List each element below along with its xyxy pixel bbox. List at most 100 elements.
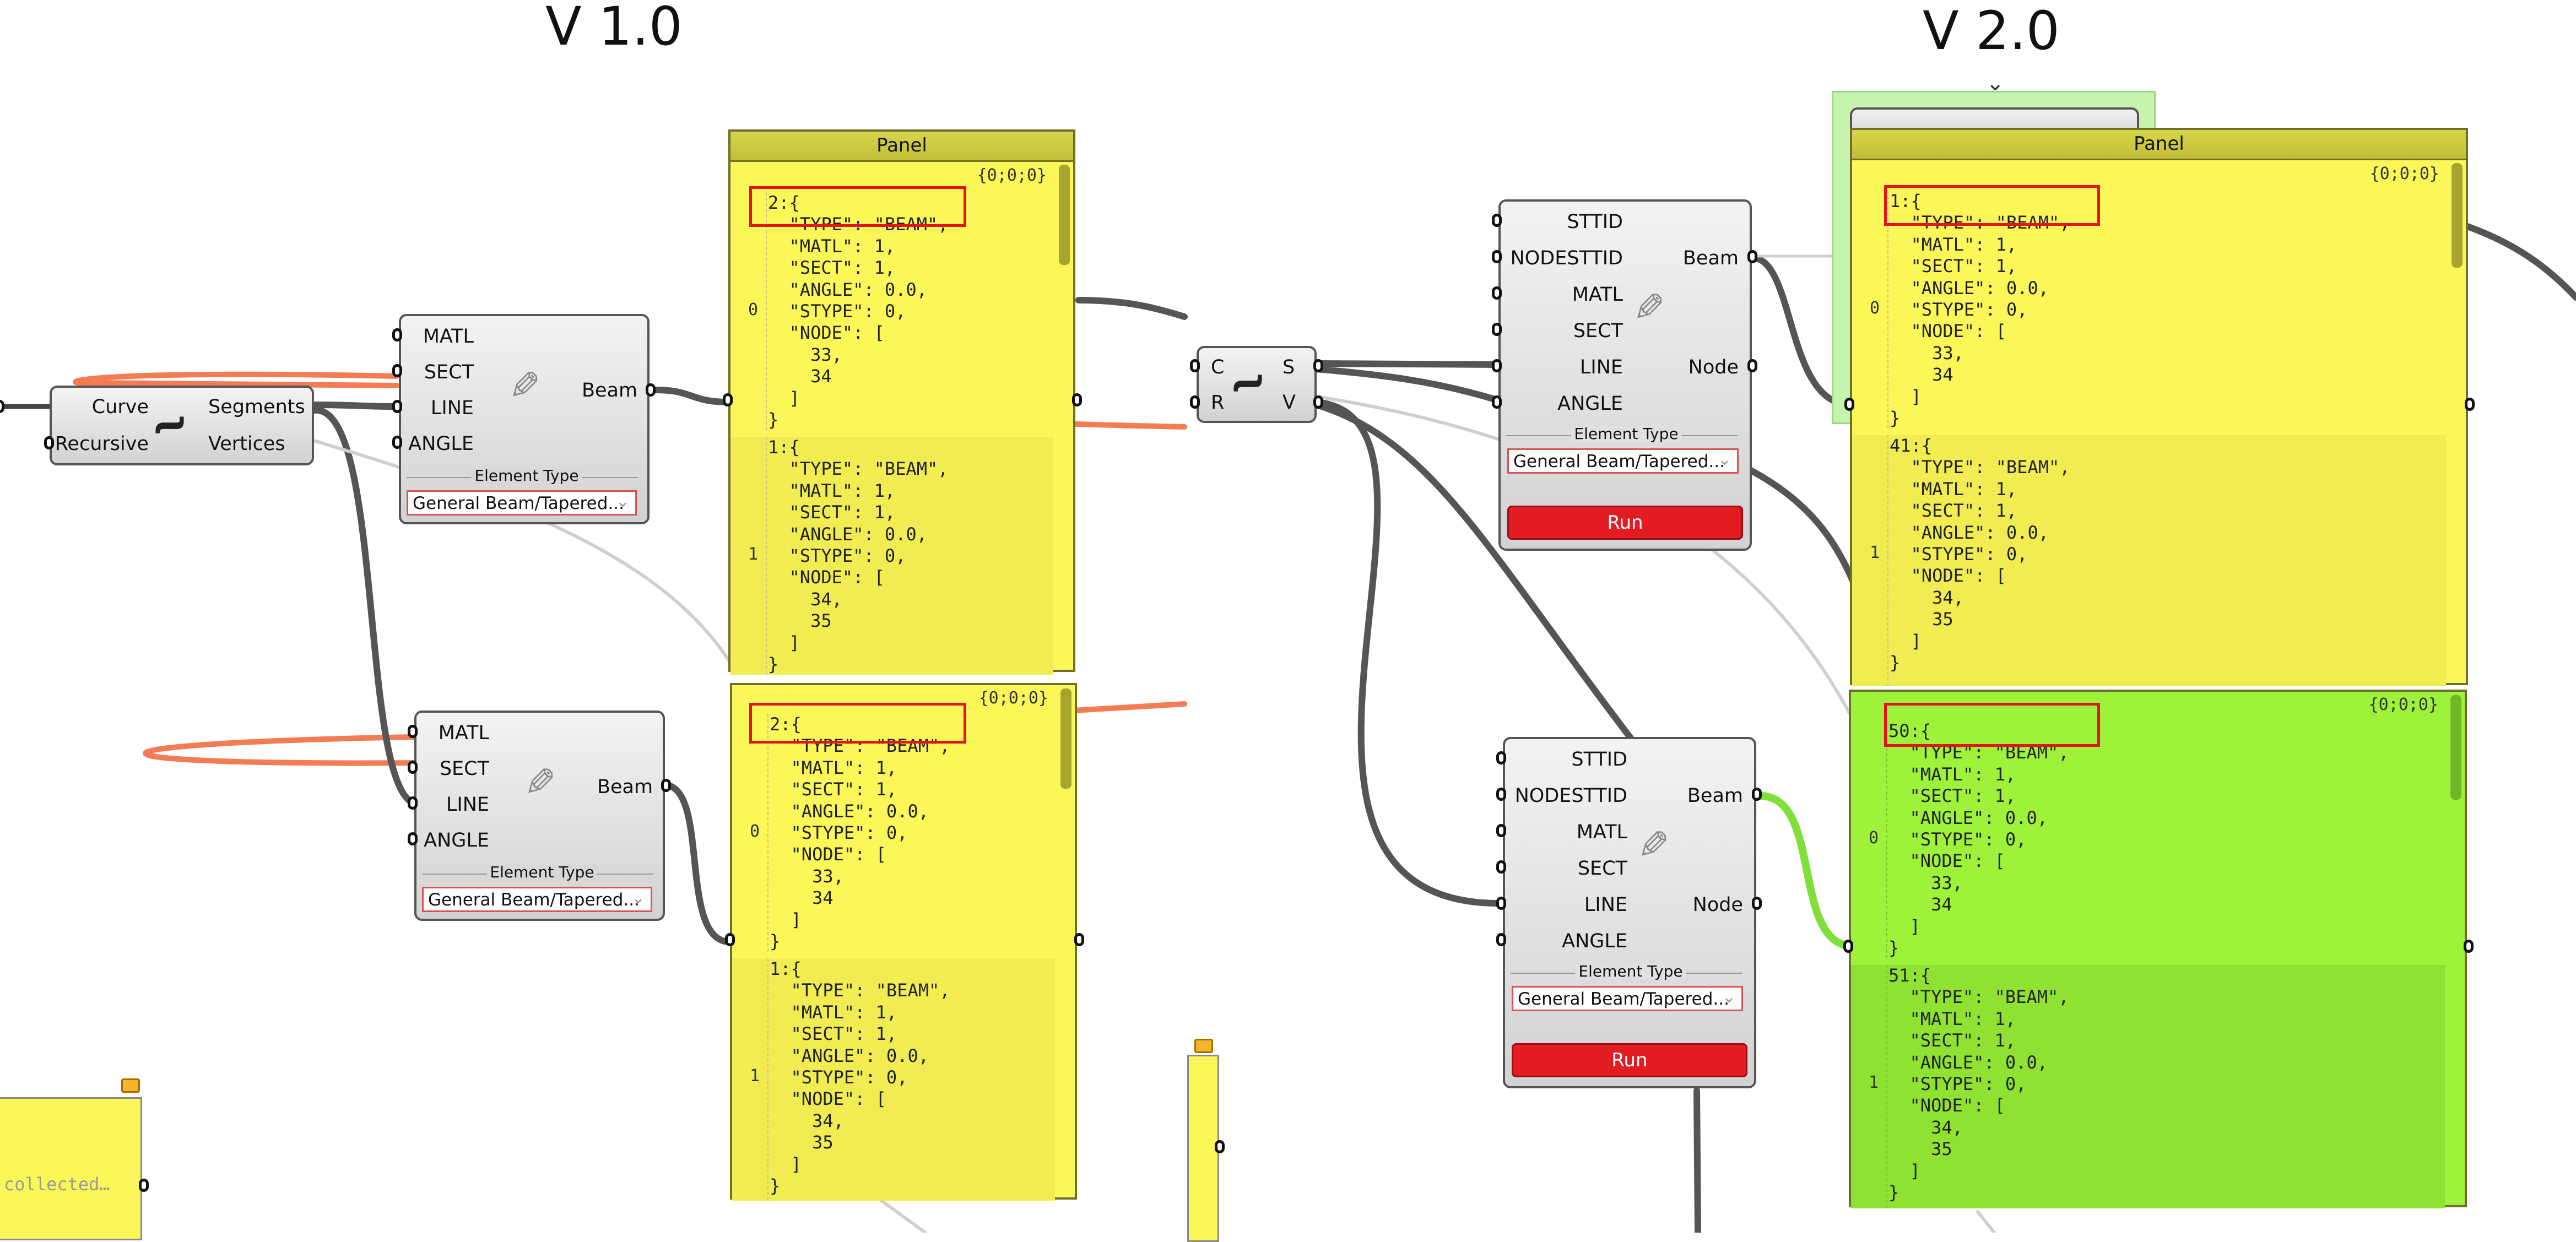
- input-port[interactable]: [408, 832, 418, 845]
- element-type-dropdown[interactable]: General Beam/Tapered...⌄: [407, 490, 637, 516]
- row-index: 1: [748, 545, 759, 564]
- input-port[interactable]: [408, 796, 418, 810]
- row-text: 1:{ "TYPE": "BEAM", "MATL": 1, "SECT": 1…: [770, 958, 950, 1197]
- wire-red: [1071, 701, 1187, 713]
- output-port[interactable]: [1072, 393, 1082, 406]
- input-sttid-label: STTID: [1567, 211, 1623, 233]
- input-sttid-label: STTID: [1571, 749, 1627, 771]
- element-type-label: Element Type: [1575, 964, 1686, 979]
- input-port[interactable]: [392, 328, 402, 341]
- scribble-panel-right[interactable]: [1187, 1055, 1219, 1242]
- wire-data: [1749, 254, 1854, 408]
- element-type-value: General Beam/Tapered...: [1518, 989, 1729, 1009]
- panel-tag-icon: [121, 1078, 140, 1093]
- gutter: [1851, 720, 1887, 958]
- panel-title: Panel: [1852, 130, 2466, 160]
- scrollbar[interactable]: [2451, 163, 2463, 268]
- input-port[interactable]: [1492, 250, 1502, 263]
- scribble-text: collected…: [4, 1174, 110, 1195]
- input-r-label: R: [1211, 392, 1225, 414]
- output-beam-label: Beam: [1687, 785, 1743, 807]
- output-port[interactable]: [1747, 250, 1757, 263]
- input-port[interactable]: [723, 393, 733, 406]
- input-port[interactable]: [1843, 940, 1853, 953]
- output-s-label: S: [1282, 356, 1295, 378]
- input-port[interactable]: [1190, 395, 1200, 409]
- output-port[interactable]: [1747, 359, 1757, 372]
- input-port[interactable]: [0, 400, 4, 413]
- input-port[interactable]: [392, 436, 402, 449]
- output-port[interactable]: [1313, 395, 1323, 409]
- scribble-panel-left[interactable]: collected…: [0, 1097, 142, 1240]
- input-nodesttid-label: NODESTTID: [1510, 247, 1623, 269]
- input-port[interactable]: [1496, 897, 1506, 910]
- input-port[interactable]: [408, 725, 418, 738]
- beam-component-v1-bottom[interactable]: MATL SECT LINE ANGLE ✎ Beam Element Type…: [414, 711, 665, 921]
- row-index: 0: [1870, 299, 1880, 318]
- input-port[interactable]: [392, 364, 402, 377]
- panel-v1-top[interactable]: Panel {0;0;0} 0 2:{ "TYPE": "BEAM", "MAT…: [728, 129, 1075, 675]
- panel-v2-top[interactable]: Panel {0;0;0} 0 1:{ "TYPE": "BEAM", "MAT…: [1850, 128, 2468, 686]
- scrollbar[interactable]: [1060, 688, 1071, 789]
- input-port[interactable]: [1496, 788, 1506, 801]
- input-port[interactable]: [1492, 395, 1502, 409]
- input-port[interactable]: [1844, 398, 1854, 411]
- input-port[interactable]: [1496, 860, 1506, 874]
- gutter: [730, 437, 767, 675]
- explode-curve-component[interactable]: Curve Recursive ʅ Segments Vertices: [50, 386, 314, 465]
- version-title-v2: V 2.0: [1923, 0, 2060, 62]
- input-port[interactable]: [725, 933, 735, 946]
- element-type-label: Element Type: [1571, 426, 1682, 442]
- input-port[interactable]: [1492, 359, 1502, 372]
- input-port[interactable]: [408, 761, 418, 774]
- output-port[interactable]: [2465, 398, 2475, 411]
- wire-data: [1313, 402, 1634, 741]
- beam-component-v1-top[interactable]: MATL SECT LINE ANGLE ✎ Beam Element Type…: [399, 314, 650, 524]
- input-port[interactable]: [1492, 214, 1502, 227]
- input-port[interactable]: [1492, 323, 1502, 336]
- explode-curve-component-v2[interactable]: C R ʅ S V: [1197, 346, 1317, 423]
- output-port[interactable]: [139, 1179, 149, 1192]
- output-port[interactable]: [1074, 933, 1084, 946]
- output-port[interactable]: [661, 779, 671, 792]
- input-port[interactable]: [1492, 286, 1502, 300]
- tree-path: {0;0;0}: [978, 688, 1048, 708]
- row-text: 51:{ "TYPE": "BEAM", "MATL": 1, "SECT": …: [1888, 965, 2069, 1203]
- wire-data: [1075, 297, 1188, 320]
- scrollbar[interactable]: [1059, 165, 1070, 265]
- beam-component-v2-top[interactable]: STTID NODESTTID MATL SECT LINE ANGLE ✎ B…: [1498, 199, 1752, 551]
- highlight-box: [749, 703, 966, 744]
- input-port[interactable]: [392, 400, 402, 413]
- input-port[interactable]: [1190, 359, 1200, 372]
- run-button[interactable]: Run: [1512, 1043, 1747, 1077]
- element-type-dropdown[interactable]: General Beam/Tapered...⌄: [1507, 448, 1739, 474]
- input-port[interactable]: [1496, 824, 1506, 837]
- input-sect-label: SECT: [1573, 320, 1623, 342]
- input-port[interactable]: [1496, 751, 1506, 764]
- input-recursive-label: Recursive: [55, 433, 149, 455]
- output-port[interactable]: [1215, 1140, 1225, 1153]
- wire-data: [1313, 399, 1507, 907]
- scrollbar[interactable]: [2450, 695, 2461, 800]
- input-port[interactable]: [1496, 933, 1506, 946]
- output-port[interactable]: [1313, 359, 1323, 372]
- beam-component-v2-bottom[interactable]: STTID NODESTTID MATL SECT LINE ANGLE ✎ B…: [1503, 737, 1756, 1088]
- input-line-label: LINE: [1579, 356, 1623, 378]
- element-type-dropdown[interactable]: General Beam/Tapered...⌄: [1512, 986, 1743, 1011]
- explode-icon: ʅ: [154, 414, 197, 436]
- element-type-dropdown[interactable]: General Beam/Tapered...⌄: [422, 887, 652, 912]
- element-type-value: General Beam/Tapered...: [1513, 452, 1725, 471]
- output-port[interactable]: [1752, 788, 1762, 801]
- run-button[interactable]: Run: [1507, 506, 1743, 540]
- panel-v1-bottom[interactable]: {0;0;0} 0 2:{ "TYPE": "BEAM", "MATL": 1,…: [730, 683, 1077, 1201]
- output-port[interactable]: [2464, 940, 2474, 953]
- input-port[interactable]: [44, 436, 54, 449]
- output-port[interactable]: [1752, 897, 1762, 910]
- output-port[interactable]: [646, 383, 656, 397]
- input-c-label: C: [1211, 356, 1225, 378]
- output-beam-label: Beam: [1682, 247, 1739, 269]
- input-matl-label: MATL: [438, 722, 489, 744]
- panel-v2-bottom[interactable]: {0;0;0} 0 50:{ "TYPE": "BEAM", "MATL": 1…: [1849, 690, 2467, 1208]
- panel-row: 1 41:{ "TYPE": "BEAM", "MATL": 1, "SECT"…: [1852, 435, 2446, 686]
- chevron-down-icon: ⌄: [631, 888, 645, 908]
